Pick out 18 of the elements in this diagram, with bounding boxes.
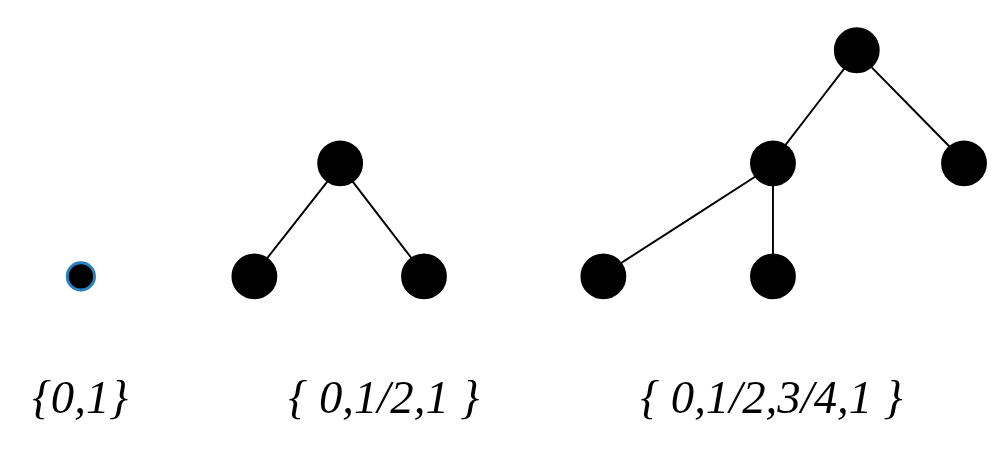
node-circle: [65, 260, 96, 291]
node-circle: [750, 139, 796, 186]
node-circle: [833, 26, 880, 73]
connector: [351, 179, 413, 259]
node-circle: [401, 253, 447, 299]
connector: [266, 179, 329, 259]
node-circle: [580, 253, 627, 299]
node-circle: [750, 253, 796, 299]
connector: [784, 66, 846, 146]
label: { 0,1/2,1 }: [288, 370, 480, 423]
label: { 0,1/2,3/4,1 }: [640, 370, 903, 423]
connector: [870, 65, 951, 148]
label: {0,1}: [32, 370, 129, 423]
connector: [772, 183, 774, 255]
node-circle: [317, 139, 364, 186]
connector: [619, 175, 757, 264]
node-circle: [941, 139, 987, 186]
node-circle: [231, 253, 278, 299]
